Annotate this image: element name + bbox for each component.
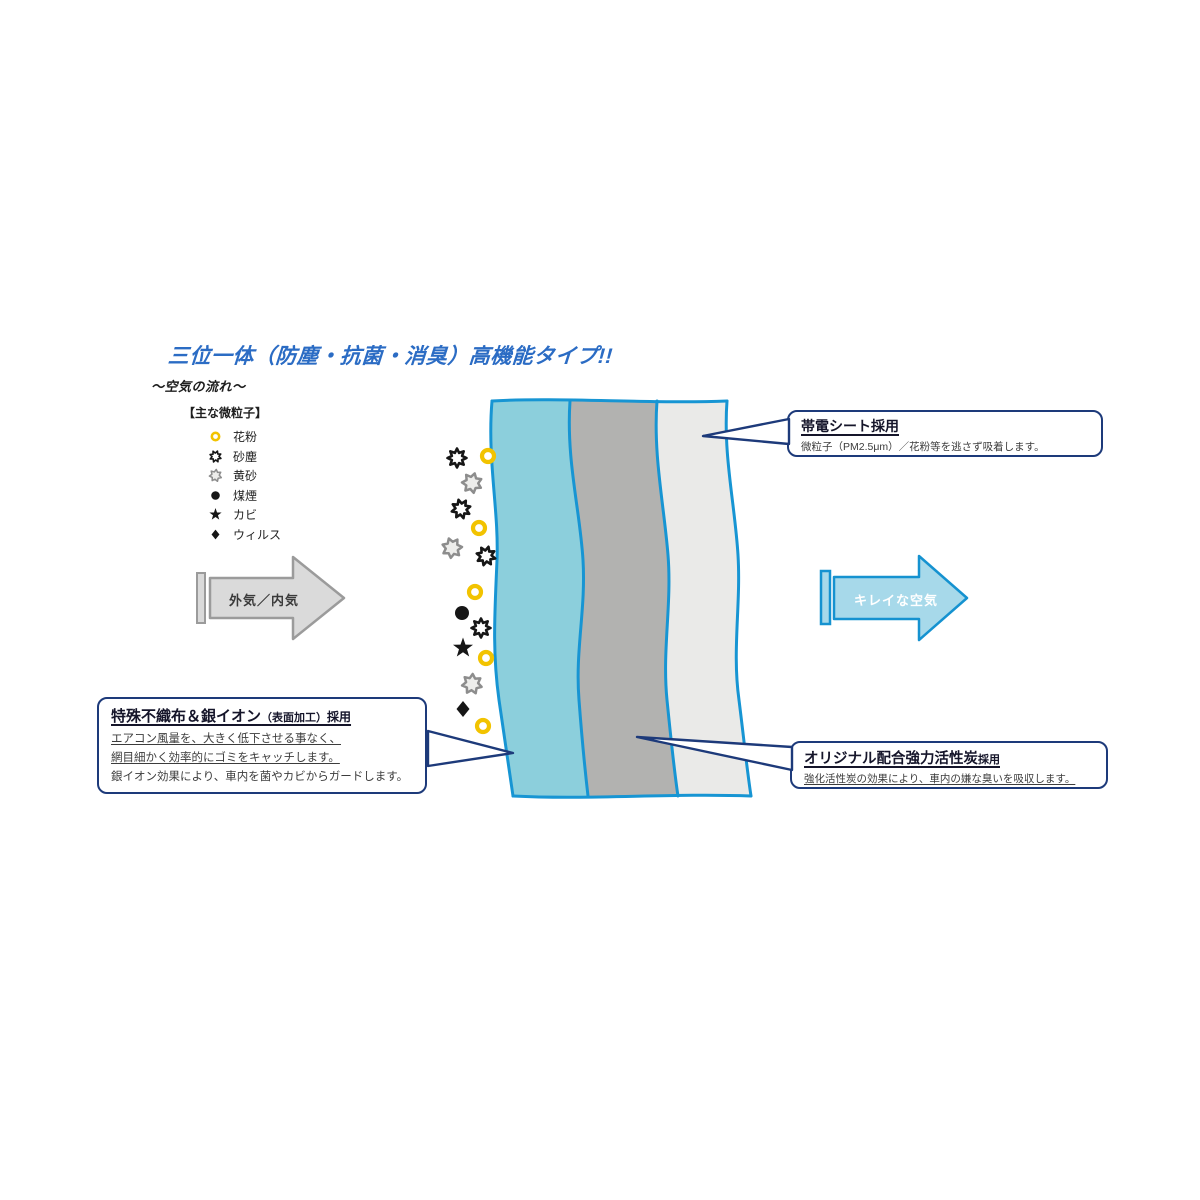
legend-rows: 花粉 砂塵 黄砂 煤煙 カビ ウィルス [207, 427, 281, 544]
pollen-particle [479, 447, 497, 465]
outflow-arrow-label: キレイな空気 [853, 593, 938, 608]
callout-line: 網目細かく効率的にゴミをキャッチします。 [111, 752, 340, 764]
legend-heading: 【主な微粒子】 [183, 406, 268, 420]
legend-label: 黄砂 [233, 469, 258, 484]
legend-item-virus: ウィルス [207, 525, 281, 545]
mold-particle [209, 508, 222, 520]
sand-particle [470, 617, 492, 639]
callout-body: 微粒子（PM2.5μm）／花粉等を逃さず吸着します。 [801, 441, 1045, 453]
callout-line: エアコン風量を、大きく低下させる事なく、 [111, 733, 341, 745]
soot-particle [211, 490, 220, 500]
sand-particle [446, 447, 468, 469]
callout-electrostatic-sheet: 帯電シート採用 微粒子（PM2.5μm）／花粉等を逃さず吸着します。 [787, 410, 1103, 457]
sand-particle [475, 545, 497, 567]
callout-title-tail: 採用 [978, 754, 1000, 766]
callout-pointers [426, 417, 794, 772]
filter-layer-carbon [569, 401, 678, 796]
pollen-particle [466, 583, 484, 601]
sand-particle [209, 450, 222, 463]
yellow-sand-particle [441, 537, 464, 560]
callout-title-sub: （表面加工） [261, 712, 328, 724]
outflow-arrow-tail-bar [819, 569, 832, 626]
soot-icon [211, 490, 220, 500]
sand-particle [450, 498, 472, 520]
mold-particle [453, 637, 473, 657]
yellow-sand-particle [460, 472, 483, 495]
pollen-particle [477, 649, 495, 667]
pointer-electrostatic [701, 417, 791, 446]
filter-layer-nonwoven [490, 401, 588, 796]
sand-dust-icon [209, 450, 222, 463]
inflow-arrow-tail-bar [196, 572, 206, 624]
particle-legend: 【主な微粒子】 花粉 砂塵 黄砂 煤煙 カビ ウィルス [183, 404, 281, 544]
callout-title-main: オリジナル配合強力活性炭 [804, 751, 978, 767]
callout-body: 強化活性炭の効果により、車内の嫌な臭いを吸収します。 [804, 773, 1076, 785]
filter-layer-outlines [489, 398, 753, 799]
yellow-sand-particle [460, 672, 483, 695]
filter-block [489, 398, 753, 799]
legend-item-pollen: 花粉 [207, 427, 281, 447]
legend-item-sand-dust: 砂塵 [207, 447, 281, 467]
mold-icon [209, 508, 222, 520]
particle-field [441, 447, 497, 735]
callout-title-main: 特殊不織布＆銀イオン [111, 708, 262, 725]
callout-title: オリジナル配合強力活性炭採用 [804, 747, 1094, 768]
legend-item-yellow-sand: 黄砂 [207, 466, 281, 486]
soot-particle [455, 606, 469, 620]
callout-activated-carbon: オリジナル配合強力活性炭採用 強化活性炭の効果により、車内の嫌な臭いを吸収します… [790, 741, 1108, 789]
legend-label: カビ [233, 508, 258, 523]
callout-line: 銀イオン効果により、車内を菌やカビからガードします。 [111, 771, 409, 783]
pollen-particle [210, 431, 221, 442]
legend-label: 花粉 [233, 430, 258, 445]
pollen-particle [470, 519, 488, 537]
virus-icon [211, 529, 220, 540]
callout-title: 特殊不織布＆銀イオン（表面加工）採用 [111, 705, 413, 726]
legend-label: 砂塵 [233, 449, 258, 464]
callout-body: エアコン風量を、大きく低下させる事なく、 網目細かく効率的にゴミをキャッチします… [111, 730, 413, 787]
pointer-nonwoven [426, 729, 515, 768]
yellow-sand-particle [208, 468, 223, 483]
legend-label: ウィルス [233, 527, 282, 542]
pollen-particle [474, 717, 492, 735]
legend-item-mold: カビ [207, 505, 281, 525]
pointer-carbon [635, 735, 794, 772]
callout-nonwoven-silver-ion: 特殊不織布＆銀イオン（表面加工）採用 エアコン風量を、大きく低下させる事なく、 … [97, 697, 427, 794]
yellow-sand-icon [208, 468, 223, 483]
legend-item-soot: 煤煙 [207, 486, 281, 506]
legend-label: 煤煙 [233, 488, 258, 503]
filter-layer-electrostatic [656, 401, 751, 796]
virus-particle [211, 529, 220, 540]
callout-title-tail: 採用 [327, 710, 352, 724]
page-title: 三位一体（防塵・抗菌・消臭）高機能タイプ!! [167, 345, 614, 368]
inflow-arrow-label: 外気／内気 [228, 593, 299, 608]
virus-particle [456, 701, 470, 717]
pollen-icon [210, 431, 221, 442]
callout-title: 帯電シート採用 [801, 418, 899, 434]
airflow-subtitle: ～空気の流れ～ [151, 379, 246, 394]
